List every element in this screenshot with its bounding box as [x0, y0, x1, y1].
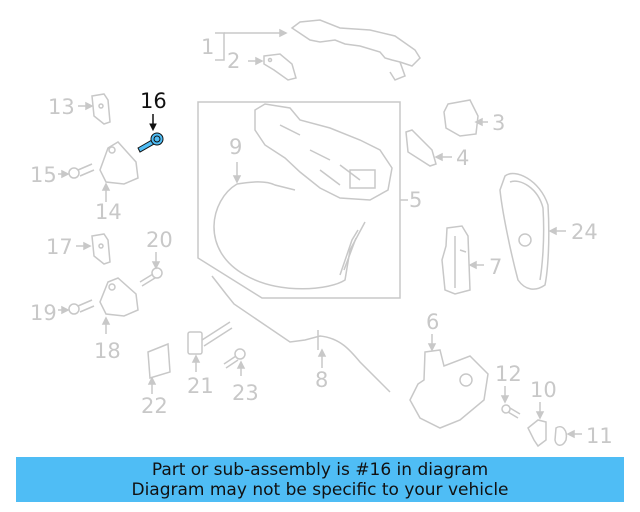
cable-part-9: [213, 162, 366, 290]
callout-24: 24: [571, 220, 598, 244]
assembly-box-5: [197, 101, 401, 299]
part-17-bracket: [76, 233, 111, 265]
part-2-cap: [248, 53, 297, 81]
handle-module-part-5: [254, 103, 393, 201]
callout-21: 21: [187, 374, 214, 398]
part-23-bolt: [223, 348, 246, 376]
callout-8: 8: [315, 368, 329, 392]
part-3-cover: [443, 99, 488, 137]
info-banner: Part or sub-assembly is #16 in diagram D…: [16, 457, 624, 502]
callout-22: 22: [141, 394, 168, 418]
bracket-1: [215, 28, 288, 61]
callout-2: 2: [227, 49, 241, 73]
callout-16-highlighted: 16: [140, 89, 167, 113]
part-16-bolt-highlighted: [137, 114, 164, 153]
part-10-plate: [527, 402, 547, 448]
part-15-bolt: [58, 163, 95, 179]
callout-18: 18: [94, 339, 121, 363]
part-6-latch: [409, 334, 489, 429]
part-18-hinge: [99, 277, 139, 334]
cable-part-8: [211, 275, 391, 393]
callout-3: 3: [492, 111, 506, 135]
part-12-screw: [500, 386, 521, 419]
callout-20: 20: [146, 228, 173, 252]
callout-19: 19: [30, 301, 57, 325]
callout-23: 23: [232, 381, 259, 405]
banner-line-2: Diagram may not be specific to your vehi…: [131, 479, 509, 500]
part-24-seal: [499, 172, 566, 290]
callout-9: 9: [229, 135, 243, 159]
callout-7: 7: [489, 255, 503, 279]
part-22-pad: [147, 342, 171, 394]
callout-17: 17: [46, 235, 73, 259]
part-14-hinge: [99, 141, 139, 202]
callout-14: 14: [95, 200, 122, 224]
part-7-bracket: [441, 225, 484, 295]
callout-13: 13: [48, 95, 75, 119]
callout-4: 4: [456, 146, 470, 170]
part-19-bolt: [58, 299, 95, 315]
part-20-bolt: [139, 252, 163, 287]
part-4-pad: [405, 129, 452, 167]
callout-1: 1: [201, 35, 215, 59]
callout-10: 10: [530, 378, 557, 402]
callout-15: 15: [30, 163, 57, 187]
callout-5: 5: [409, 188, 423, 212]
callout-11: 11: [586, 424, 613, 448]
part-11-shim: [554, 426, 582, 446]
part-21-check-link: [187, 321, 233, 372]
outer-handle-part-1: [290, 19, 421, 81]
callout-6: 6: [426, 310, 440, 334]
part-13-bracket: [78, 93, 111, 125]
banner-line-1: Part or sub-assembly is #16 in diagram: [151, 459, 489, 480]
callout-12: 12: [495, 362, 522, 386]
